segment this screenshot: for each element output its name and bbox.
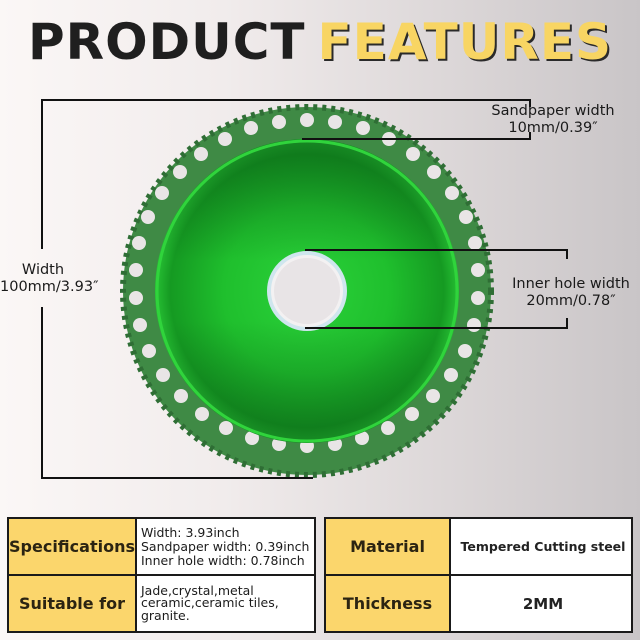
spec-value-specifications: Width: 3.93inch Sandpaper width: 0.39inc… bbox=[134, 517, 317, 576]
table-row: Suitable for Jade,crystal,metal ceramic,… bbox=[7, 574, 317, 633]
spec-line: ceramic,ceramic tiles, bbox=[140, 595, 279, 611]
cutting-disc-image bbox=[120, 104, 494, 478]
spec-key-specifications: Specifications bbox=[7, 517, 137, 576]
sandpaper-label: Sandpaper width 10mm/0.39″ bbox=[478, 103, 628, 137]
sandpaper-bracket-inner bbox=[302, 138, 531, 140]
spec-key-thickness: Thickness bbox=[324, 574, 451, 633]
spec-value-thickness: 2MM bbox=[449, 574, 633, 633]
inner-hole-label-value: 20mm/0.78″ bbox=[526, 293, 616, 309]
width-bracket-left-lower bbox=[41, 307, 43, 479]
table-row: Thickness 2MM bbox=[324, 574, 633, 633]
width-bracket-top bbox=[41, 99, 531, 101]
spec-line: Inner hole width: 0.78inch bbox=[140, 552, 305, 568]
table-row: Specifications Width: 3.93inch Sandpaper… bbox=[7, 517, 317, 576]
width-label-value: 100mm/3.93″ bbox=[0, 279, 99, 295]
inner-hole-bracket-bottom bbox=[305, 327, 568, 329]
width-label-title: Width bbox=[21, 262, 65, 278]
width-bracket-left-upper bbox=[41, 99, 43, 249]
sandpaper-bracket-right-top bbox=[529, 99, 531, 107]
spec-line: Jade,crystal,metal bbox=[140, 582, 254, 598]
inner-hole-bracket-right-bottom bbox=[566, 318, 568, 328]
title-product: PRODUCT bbox=[27, 13, 306, 71]
inner-hole-label-title: Inner hole width bbox=[512, 276, 630, 292]
spec-key-suitable-for: Suitable for bbox=[7, 574, 137, 633]
spec-line: granite. bbox=[140, 607, 190, 623]
spec-line: Sandpaper width: 0.39inch bbox=[140, 538, 310, 554]
spec-key-material: Material bbox=[324, 517, 451, 576]
width-bracket-bottom bbox=[41, 477, 313, 479]
title-features: FEATURES bbox=[317, 13, 613, 71]
inner-hole-label: Inner hole width 20mm/0.78″ bbox=[506, 276, 636, 310]
sandpaper-bracket-right-bottom bbox=[529, 132, 531, 140]
table-row: Material Tempered Cutting steel bbox=[324, 517, 633, 576]
spec-table-right: Material Tempered Cutting steel Thicknes… bbox=[324, 517, 633, 633]
inner-hole-bracket-right-top bbox=[566, 249, 568, 259]
spec-table-left: Specifications Width: 3.93inch Sandpaper… bbox=[7, 517, 317, 633]
sandpaper-label-title: Sandpaper width bbox=[491, 103, 615, 119]
width-label: Width 100mm/3.93″ bbox=[0, 262, 99, 296]
spec-value-material: Tempered Cutting steel bbox=[449, 517, 633, 576]
spec-line: Width: 3.93inch bbox=[140, 524, 240, 540]
sandpaper-label-value: 10mm/0.39″ bbox=[508, 120, 598, 136]
inner-hole-bracket-top bbox=[305, 249, 568, 251]
spec-value-suitable-for: Jade,crystal,metal ceramic,ceramic tiles… bbox=[134, 574, 317, 633]
